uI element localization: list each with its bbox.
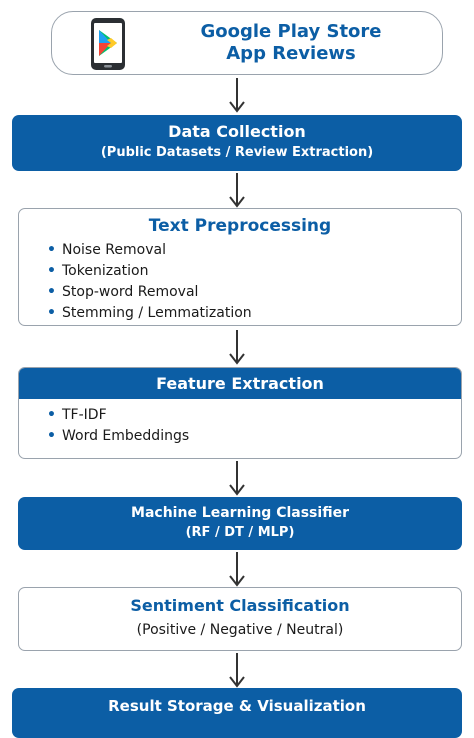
node-text-preprocessing: Text Preprocessing Noise Removal Tokeniz… <box>18 208 462 326</box>
sentiment-subtitle: (Positive / Negative / Neutral) <box>136 622 344 638</box>
down-arrow-icon <box>229 552 245 587</box>
feature-extraction-list: TF-IDF Word Embeddings <box>47 405 461 447</box>
classifier-title: Machine Learning Classifier <box>131 505 349 521</box>
list-item: Stemming / Lemmatization <box>47 303 461 324</box>
play-store-phone-icon <box>91 18 125 70</box>
feature-extraction-title: Feature Extraction <box>19 368 461 399</box>
result-title: Result Storage & Visualization <box>108 697 366 715</box>
list-item: TF-IDF <box>47 405 461 426</box>
down-arrow-icon <box>229 653 245 688</box>
data-collection-subtitle: (Public Datasets / Review Extraction) <box>100 145 374 160</box>
text-preprocessing-list: Noise Removal Tokenization Stop-word Rem… <box>47 240 461 324</box>
node-result-storage: Result Storage & Visualization <box>12 688 462 738</box>
source-title: Google Play Store App Reviews <box>200 21 382 64</box>
text-preprocessing-title: Text Preprocessing <box>148 216 332 236</box>
sentiment-title: Sentiment Classification <box>130 596 350 615</box>
down-arrow-icon <box>229 461 245 496</box>
list-item: Stop-word Removal <box>47 282 461 303</box>
list-item: Word Embeddings <box>47 426 461 447</box>
node-sentiment-classification: Sentiment Classification (Positive / Neg… <box>18 587 462 651</box>
node-ml-classifier: Machine Learning Classifier (RF / DT / M… <box>18 497 462 550</box>
data-collection-title: Data Collection <box>168 122 306 141</box>
down-arrow-icon <box>229 78 245 113</box>
node-google-play-reviews: Google Play Store App Reviews <box>51 11 443 75</box>
down-arrow-icon <box>229 330 245 365</box>
node-feature-extraction: Feature Extraction TF-IDF Word Embedding… <box>18 367 462 459</box>
classifier-subtitle: (RF / DT / MLP) <box>185 525 295 540</box>
list-item: Noise Removal <box>47 240 461 261</box>
down-arrow-icon <box>229 173 245 208</box>
list-item: Tokenization <box>47 261 461 282</box>
node-data-collection: Data Collection (Public Datasets / Revie… <box>12 115 462 171</box>
